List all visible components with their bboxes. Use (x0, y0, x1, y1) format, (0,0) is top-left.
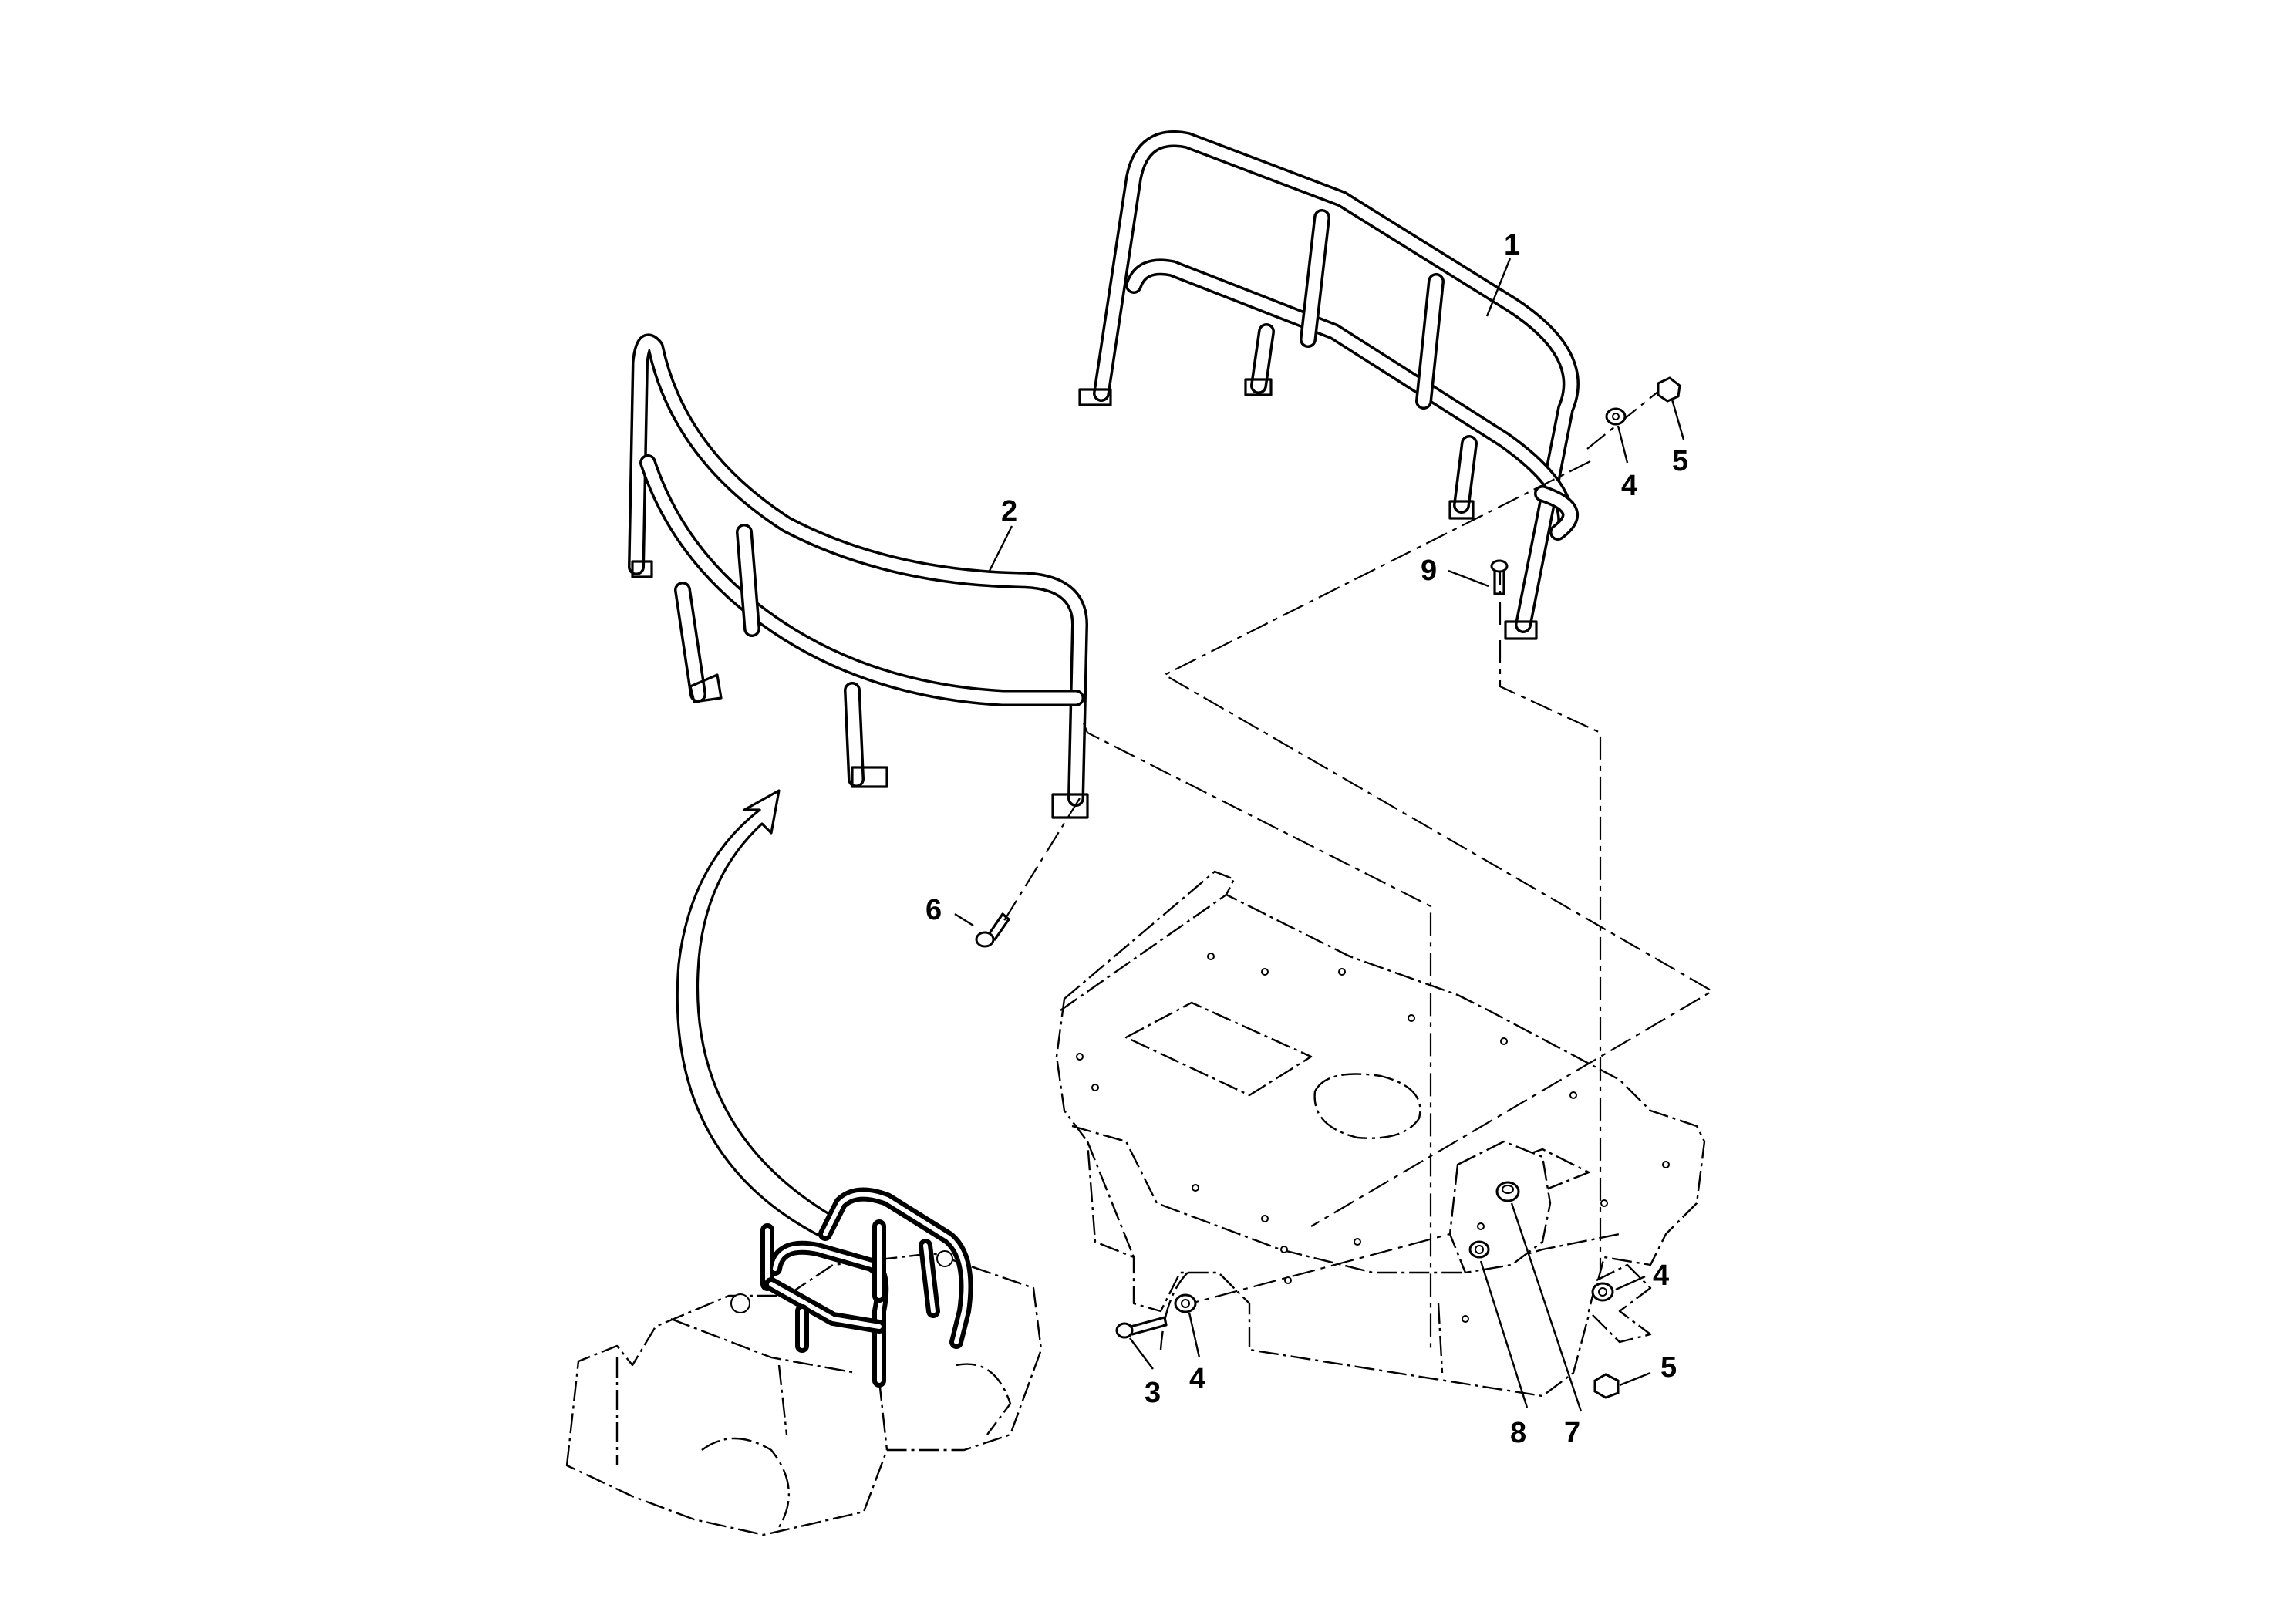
callout-9: 9 (1421, 555, 1437, 587)
callout-6: 6 (925, 894, 942, 926)
callout-2: 2 (1001, 495, 1017, 528)
callout-3: 3 (1145, 1377, 1161, 1409)
assembly-lines (1000, 383, 1714, 1350)
washer-4-left (1174, 1293, 1197, 1313)
hardware (975, 376, 1681, 1399)
callout-labels: 1 2 3 4 4 4 5 5 6 7 8 9 (925, 229, 1688, 1449)
callout-4-left: 4 (1189, 1363, 1205, 1395)
callout-5-top: 5 (1672, 445, 1688, 477)
nut-5-top (1657, 376, 1681, 403)
rear-guard-rail (1078, 130, 1580, 640)
washer-4-right (1591, 1282, 1614, 1302)
machine-overview-sketch (565, 1187, 1043, 1536)
callout-1: 1 (1504, 229, 1520, 261)
bolt-6 (975, 912, 1010, 948)
callout-7: 7 (1564, 1417, 1580, 1449)
nut-5-bottom (1593, 1373, 1620, 1399)
machine-frame-phantom (1055, 870, 1706, 1398)
washer-8 (1468, 1240, 1490, 1259)
callout-5-bottom: 5 (1660, 1351, 1677, 1384)
cap-7 (1495, 1181, 1520, 1202)
bolt-9 (1490, 559, 1509, 595)
bolt-3 (1115, 1316, 1168, 1339)
callout-4-right: 4 (1653, 1259, 1669, 1292)
callout-4-top: 4 (1621, 470, 1637, 502)
assembly-arrow (676, 789, 838, 1239)
front-guard-rail (628, 333, 1089, 819)
leader-lines (954, 258, 1685, 1412)
washer-4-top (1605, 407, 1627, 426)
callout-8: 8 (1510, 1417, 1526, 1449)
